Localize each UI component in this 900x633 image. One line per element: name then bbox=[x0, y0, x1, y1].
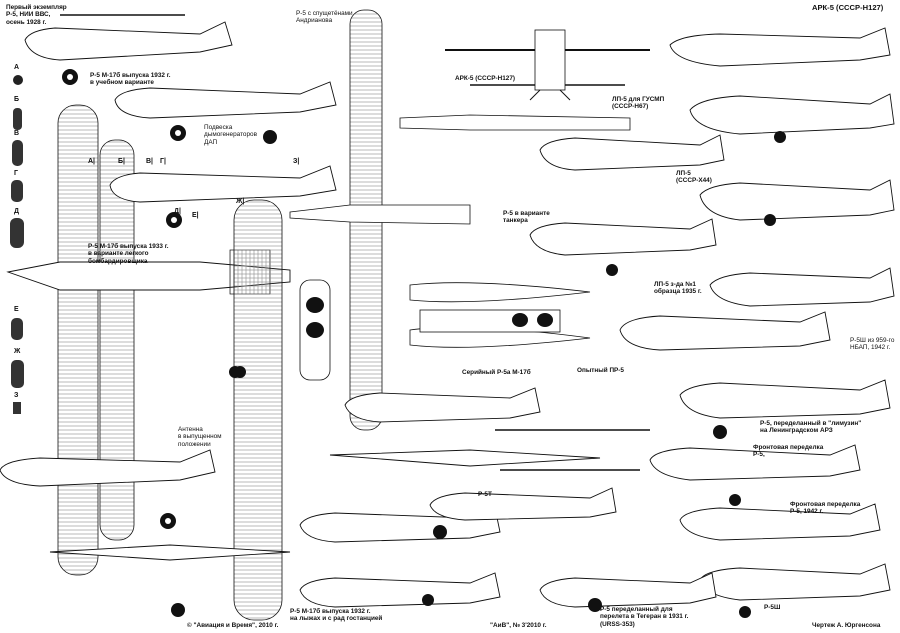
side-views-center bbox=[299, 387, 717, 608]
sidebar-letter-d: Д bbox=[14, 208, 19, 215]
label-experimental-pr5: Опытный ПР-5 bbox=[577, 367, 624, 374]
section-mark-e: Е| bbox=[192, 212, 199, 219]
front-view-top bbox=[399, 29, 650, 131]
label-p5-limuzin: Р-5, переделанный в "лимузин" на Ленингр… bbox=[760, 420, 862, 435]
label-lp5-x44: ЛП-5 (СССР-Х44) bbox=[676, 170, 712, 185]
sidebar-letter-zh: Ж bbox=[14, 348, 21, 355]
label-front-conv-p5: Фронтовая переделка Р-5, bbox=[753, 444, 824, 459]
sidebar-letter-v: В bbox=[14, 130, 20, 137]
label-antenna: Антенна в выпущенном положении bbox=[178, 426, 222, 448]
label-magazine: "АиВ", № 3'2010 г. bbox=[490, 622, 547, 629]
sidebar-letter-g: Г bbox=[14, 170, 18, 177]
label-author: Чертеж А. Юргенсона bbox=[812, 622, 881, 629]
sidebar-letter-a: А bbox=[14, 64, 20, 71]
label-lp5-gusmp: ЛП-5 для ГУСМП (СССР-Н67) bbox=[612, 96, 665, 111]
section-mark-v: В| bbox=[146, 158, 154, 165]
label-p5t: Р-5Т bbox=[478, 491, 492, 498]
section-mark-d: Д| bbox=[174, 208, 181, 215]
float-plan-view bbox=[409, 282, 591, 348]
label-p5sh: Р-5Ш bbox=[764, 604, 781, 611]
section-mark-z: З| bbox=[293, 158, 300, 165]
label-ark5-top: АРК-5 (СССР-Н127) bbox=[812, 3, 884, 12]
wheels-left bbox=[62, 69, 277, 617]
label-first-prototype: Первый экземпляр Р-5, НИИ ВВС, осень 192… bbox=[6, 4, 67, 26]
label-p5-m17b-1932-skis: Р-5 М-17б выпуска 1932 г. на лыжах и с р… bbox=[290, 608, 383, 623]
section-mark-zh: Ж| bbox=[236, 198, 245, 205]
label-p5-tanker: Р-5 в варианте танкера bbox=[503, 210, 550, 225]
label-ark5-mid: АРК-5 (СССР-Н127) bbox=[455, 75, 516, 82]
label-p5-m17b-1932-training: Р-5 М-17б выпуска 1932 г. в учебном вари… bbox=[90, 72, 171, 87]
section-mark-a: А| bbox=[88, 158, 96, 165]
wheels-right bbox=[229, 131, 786, 618]
label-p5-tehran: Р-5 переделанный для перелета в Тегеран … bbox=[600, 606, 689, 628]
label-p5-andrianov: Р-5 с спущетёнами Андрианова bbox=[296, 10, 353, 25]
label-serial-p5a: Серийный Р-5а М-17б bbox=[462, 369, 531, 376]
label-p5sh-959: Р-5Ш из 959-го НБАП, 1942 г. bbox=[850, 337, 895, 352]
section-mark-g: Г| bbox=[160, 158, 166, 165]
sidebar-letter-b: Б bbox=[14, 96, 20, 103]
label-smoke-generators: Подвеска дымогенераторов ДАП bbox=[204, 124, 257, 146]
label-lp5-1935: ЛП-5 з-да №1 образца 1935 г. bbox=[654, 281, 702, 296]
sidebar-letter-z: З bbox=[14, 392, 19, 399]
top-view-center bbox=[233, 9, 471, 621]
side-views-right bbox=[529, 27, 895, 601]
side-views-left bbox=[0, 14, 337, 561]
label-p5-m17b-1933-bomber: Р-5 М-17б выпуска 1933 г. в варианте лег… bbox=[88, 243, 169, 265]
label-copyright: © "Авиация и Время", 2010 г. bbox=[187, 622, 279, 629]
section-mark-b: Б| bbox=[118, 158, 125, 165]
label-front-conv-1942: Фронтовая переделка Р-5, 1942 г. bbox=[790, 501, 861, 516]
sidebar-letter-e: Е bbox=[14, 306, 19, 313]
sidebar-sections bbox=[10, 75, 24, 414]
